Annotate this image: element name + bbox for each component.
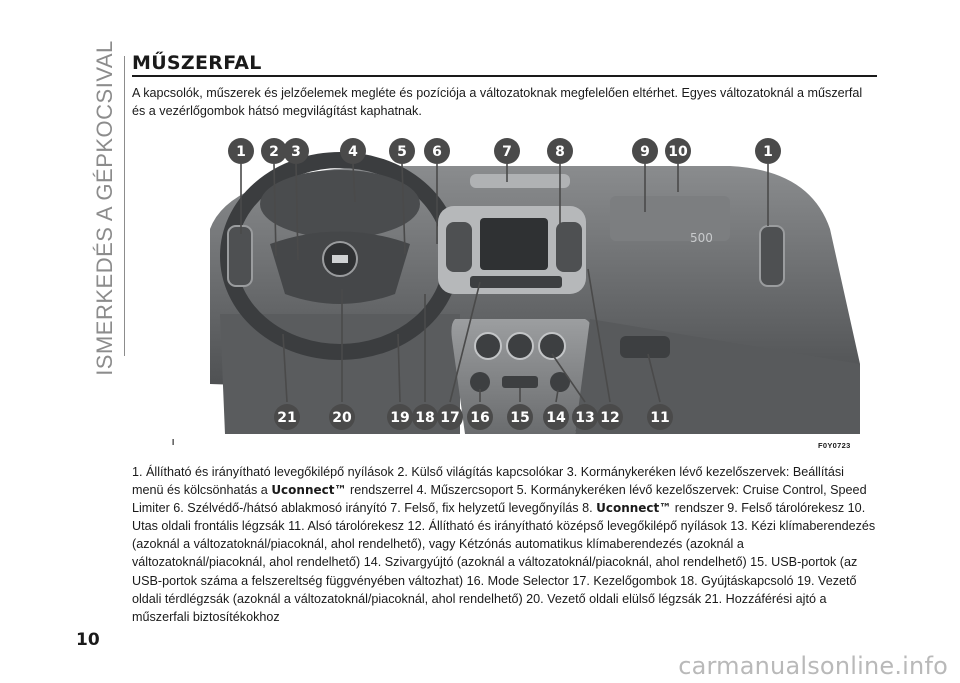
legend-part-3: rendszer 9. Felső tárolórekesz 10. Utas … xyxy=(132,501,876,624)
callouts-bottom: 21 20 19 18 17 16 15 14 13 12 11 xyxy=(274,404,673,430)
callout-top-label-1: 1 xyxy=(236,144,246,160)
title-rule xyxy=(132,75,877,77)
callout-bottom-label-15: 15 xyxy=(510,410,529,426)
section-side-tab-text: ISMERKEDÉS A GÉPKOCSIVAL xyxy=(92,40,118,376)
callout-bottom-circle-17 xyxy=(437,404,463,430)
callout-top-circle-1 xyxy=(755,138,781,164)
legend-part-2: rendszerrel 4. Műszercsoport 5. Kormányk… xyxy=(132,483,867,516)
callout-top-label-10: 10 xyxy=(668,144,688,160)
leader-lines xyxy=(240,163,769,403)
callout-top-circle-8 xyxy=(547,138,573,164)
callout-top-circle-7 xyxy=(494,138,520,164)
callout-top-label-1: 1 xyxy=(763,144,773,160)
callout-top-circle-1 xyxy=(228,138,254,164)
watermark: carmanualsonline.info xyxy=(678,652,948,680)
callout-top-circle-4 xyxy=(340,138,366,164)
callout-bottom-label-12: 12 xyxy=(600,410,619,426)
callout-top-circle-10 xyxy=(665,138,691,164)
legend-paragraph: 1. Állítható és irányítható levegőkilépő… xyxy=(132,463,877,626)
callout-top-label-8: 8 xyxy=(555,144,565,160)
callout-bottom-label-21: 21 xyxy=(277,410,296,426)
callout-top-label-9: 9 xyxy=(640,144,650,160)
callout-top-circle-9 xyxy=(632,138,658,164)
callout-top-circle-6 xyxy=(424,138,450,164)
callout-top-circle-2 xyxy=(261,138,287,164)
figure-label-left: l xyxy=(172,438,175,447)
callout-bottom-label-13: 13 xyxy=(575,410,594,426)
callout-bottom-circle-21 xyxy=(274,404,300,430)
instrument-cluster xyxy=(260,170,420,238)
callout-top-circle-5 xyxy=(389,138,415,164)
vent-left xyxy=(227,225,253,287)
callout-top-label-5: 5 xyxy=(397,144,407,160)
top-vent xyxy=(470,174,570,188)
callout-top-label-3: 3 xyxy=(291,144,301,160)
section-side-tab: ISMERKEDÉS A GÉPKOCSIVAL xyxy=(92,40,118,376)
callout-bottom-circle-18 xyxy=(412,404,438,430)
figure-code: F0Y0723 xyxy=(818,441,851,450)
center-vent-right xyxy=(556,222,582,272)
500-emblem: 500 xyxy=(690,231,713,245)
legend-brand-2: Uconnect™ xyxy=(596,501,672,516)
usb-ports xyxy=(502,376,538,388)
callout-bottom-label-17: 17 xyxy=(440,410,459,426)
intro-paragraph: A kapcsolók, műszerek és jelzőelemek meg… xyxy=(132,86,863,118)
callout-top-circle-3 xyxy=(283,138,309,164)
side-divider xyxy=(124,56,125,356)
callout-bottom-circle-16 xyxy=(467,404,493,430)
callout-bottom-circle-14 xyxy=(543,404,569,430)
callout-bottom-circle-11 xyxy=(647,404,673,430)
callout-bottom-label-18: 18 xyxy=(415,410,434,426)
cigar-lighter xyxy=(550,372,570,392)
climate-knob-left xyxy=(474,332,502,360)
center-buttons xyxy=(470,276,562,288)
callout-bottom-circle-13 xyxy=(572,404,598,430)
vent-right xyxy=(759,225,785,287)
callout-top-label-6: 6 xyxy=(432,144,442,160)
callout-bottom-label-16: 16 xyxy=(470,410,489,426)
climate-knob-center xyxy=(506,332,534,360)
callout-bottom-circle-20 xyxy=(329,404,355,430)
legend-brand-1: Uconnect™ xyxy=(271,483,347,498)
upper-glovebox xyxy=(610,196,730,241)
callout-bottom-label-14: 14 xyxy=(546,410,566,426)
callout-bottom-label-11: 11 xyxy=(650,410,669,426)
center-screen xyxy=(480,218,548,270)
page-number: 10 xyxy=(76,630,100,650)
center-vent-left xyxy=(446,222,472,272)
callout-bottom-circle-15 xyxy=(507,404,533,430)
lower-glovebox xyxy=(620,336,670,358)
climate-knob-right xyxy=(538,332,566,360)
callout-top-label-4: 4 xyxy=(348,144,358,160)
callout-bottom-label-20: 20 xyxy=(332,410,352,426)
callout-bottom-label-19: 19 xyxy=(390,410,409,426)
page-title: MŰSZERFAL xyxy=(132,52,262,74)
mode-selector xyxy=(470,372,490,392)
callout-bottom-circle-19 xyxy=(387,404,413,430)
callout-top-label-7: 7 xyxy=(502,144,512,160)
callout-top-label-2: 2 xyxy=(269,144,279,160)
legend-part-1: 1. Állítható és irányítható levegőkilépő… xyxy=(132,465,844,498)
callout-bottom-circle-12 xyxy=(597,404,623,430)
